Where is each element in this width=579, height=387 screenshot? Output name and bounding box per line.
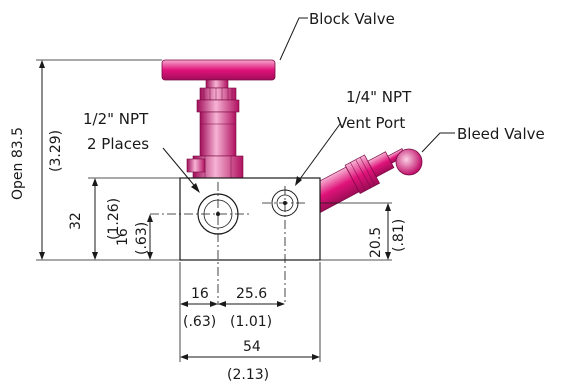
dimension-lines bbox=[36, 59, 392, 362]
quarter-npt-label-line2: Vent Port bbox=[337, 114, 405, 132]
block-valve-handle bbox=[161, 59, 276, 81]
bleed-valve-label: Bleed Valve bbox=[457, 125, 545, 143]
block-valve-label: Block Valve bbox=[309, 10, 395, 28]
dim-body-width-in: (2.13) bbox=[227, 367, 269, 383]
dim-open-height: Open 83.5 bbox=[10, 127, 26, 200]
leader-lines bbox=[162, 17, 455, 193]
dim-vent-height: 20.5 bbox=[368, 227, 384, 258]
manifold-body bbox=[179, 177, 321, 261]
dim-vent-height-in: (.81) bbox=[391, 219, 407, 252]
dim-open-height-in: (3.29) bbox=[48, 130, 64, 172]
dim-port-x-in: (.63) bbox=[183, 314, 216, 330]
dim-body-height: 32 bbox=[68, 212, 84, 230]
half-npt-label-line1: 1/2" NPT bbox=[83, 110, 149, 128]
dim-port-x: 16 bbox=[191, 286, 209, 302]
half-npt-label-line2: 2 Places bbox=[87, 135, 149, 153]
centerlines bbox=[150, 182, 308, 305]
dim-port-spacing-in: (1.01) bbox=[230, 314, 272, 330]
quarter-npt-label-line1: 1/4" NPT bbox=[346, 88, 412, 106]
dim-body-width: 54 bbox=[243, 339, 261, 355]
block-valve-illustration bbox=[161, 59, 276, 179]
dim-port-spacing: 25.6 bbox=[236, 286, 267, 302]
dim-port-height-in: (.63) bbox=[134, 222, 150, 255]
dim-body-height-in: (1.26) bbox=[106, 198, 122, 240]
bleed-valve-knob bbox=[395, 148, 423, 176]
dim-port-height: 16 bbox=[115, 228, 131, 246]
